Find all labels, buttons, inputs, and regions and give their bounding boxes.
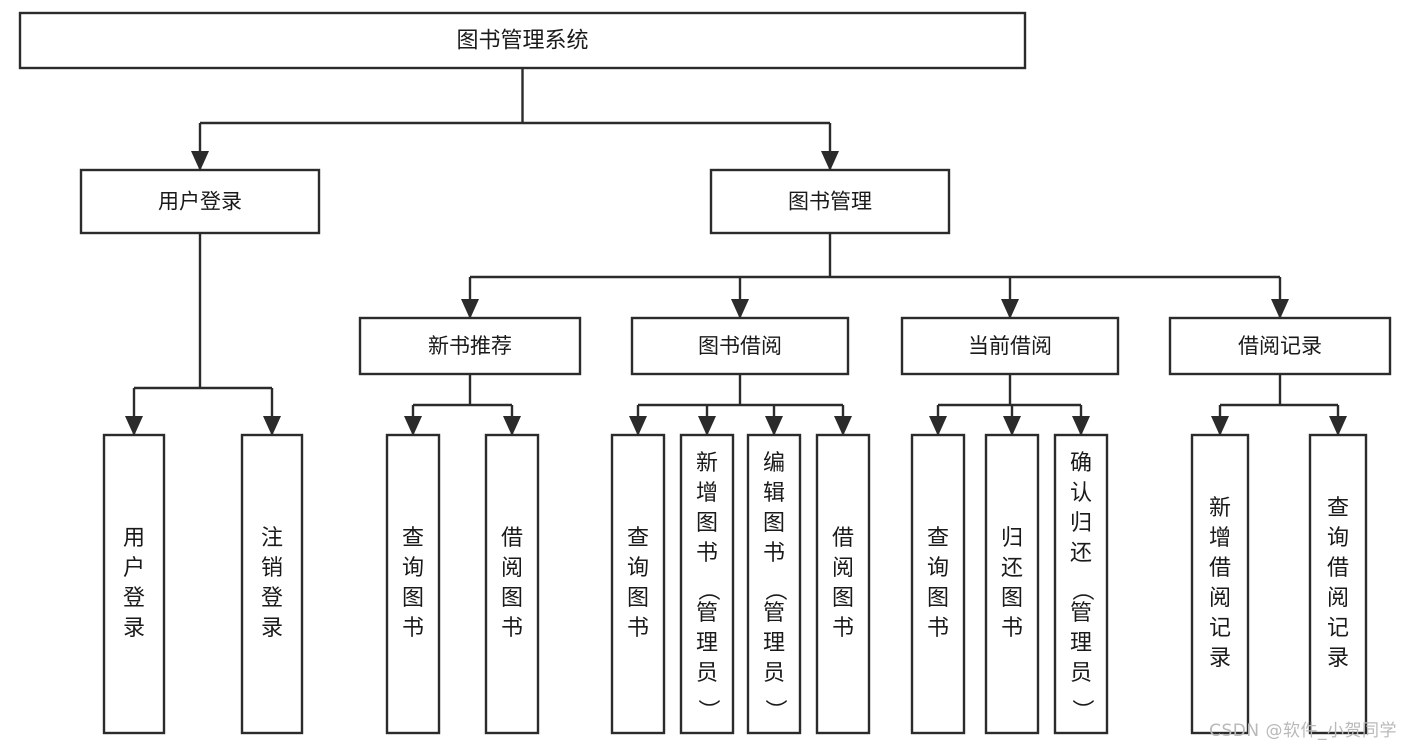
node-box-leaf-add-book-admin bbox=[679, 433, 735, 735]
node-box-leaf-query-book-recommend bbox=[385, 433, 441, 735]
node-label-user-login: 用户登录 bbox=[158, 190, 242, 214]
node-label-new-book-recommend: 新书推荐 bbox=[428, 334, 512, 358]
edge-arrowhead bbox=[461, 299, 479, 319]
node-label-paren-leaf-add-book-admin-8: ） bbox=[695, 699, 720, 721]
node-label-paren-leaf-edit-book-admin-4: （ bbox=[762, 579, 787, 601]
node-leaf-add-borrow-record[interactable]: 新增借阅记录 bbox=[1190, 433, 1250, 735]
node-label-leaf-borrow-book-recommend: 借阅图书 bbox=[501, 526, 523, 641]
node-book-borrow[interactable]: 图书借阅 bbox=[630, 316, 850, 376]
node-label-paren-leaf-confirm-return-admin-8: ） bbox=[1069, 699, 1094, 721]
node-label-book-manage: 图书管理 bbox=[788, 190, 872, 214]
node-label-paren-leaf-confirm-return-admin-4: （ bbox=[1069, 579, 1094, 601]
node-leaf-user-login[interactable]: 用户登录 bbox=[102, 433, 166, 735]
node-label-leaf-query-book: 查询图书 bbox=[627, 526, 649, 641]
node-leaf-query-book-current[interactable]: 查询图书 bbox=[910, 433, 966, 735]
node-box-leaf-add-borrow-record bbox=[1190, 433, 1250, 735]
node-box-leaf-borrow-book-recommend bbox=[484, 433, 540, 735]
node-label-leaf-query-borrow-record: 查询借阅记录 bbox=[1327, 496, 1349, 671]
nodes-layer: 图书管理系统用户登录图书管理新书推荐图书借阅当前借阅借阅记录用户登录注销登录查询… bbox=[18, 11, 1392, 735]
edge-arrowhead bbox=[1003, 416, 1021, 436]
node-box-current-borrow bbox=[900, 316, 1120, 376]
edge-arrowhead bbox=[1072, 416, 1090, 436]
edge-arrowhead bbox=[929, 416, 947, 436]
edge-arrowhead bbox=[1211, 416, 1229, 436]
edge-arrowhead bbox=[191, 151, 209, 171]
node-leaf-query-borrow-record[interactable]: 查询借阅记录 bbox=[1308, 433, 1368, 735]
node-leaf-add-book-admin[interactable]: （ ） 新增图书 管理员 bbox=[679, 433, 735, 735]
edge-arrowhead bbox=[1001, 299, 1019, 319]
edge-arrowhead bbox=[698, 416, 716, 436]
node-label-current-borrow: 当前借阅 bbox=[968, 334, 1052, 358]
node-leaf-edit-book-admin[interactable]: （ ） 编辑图书 管理员 bbox=[746, 433, 802, 735]
node-label-paren-leaf-edit-book-admin-8: ） bbox=[762, 699, 787, 721]
node-leaf-user-logout[interactable]: 注销登录 bbox=[240, 433, 304, 735]
node-box-leaf-borrow-book bbox=[815, 433, 871, 735]
node-user-login[interactable]: 用户登录 bbox=[79, 168, 321, 235]
node-leaf-query-book-recommend[interactable]: 查询图书 bbox=[385, 433, 441, 735]
node-box-leaf-edit-book-admin bbox=[746, 433, 802, 735]
node-borrow-record[interactable]: 借阅记录 bbox=[1168, 316, 1392, 376]
node-box-leaf-user-logout bbox=[240, 433, 304, 735]
edge-arrowhead bbox=[1271, 299, 1289, 319]
node-box-leaf-query-borrow-record bbox=[1308, 433, 1368, 735]
node-label-borrow-record: 借阅记录 bbox=[1238, 334, 1322, 358]
node-box-book-borrow bbox=[630, 316, 850, 376]
node-book-manage[interactable]: 图书管理 bbox=[709, 168, 951, 235]
node-label-leaf-borrow-book: 借阅图书 bbox=[832, 526, 854, 641]
edge-arrowhead bbox=[404, 416, 422, 436]
node-label-leaf-user-login: 用户登录 bbox=[123, 526, 145, 641]
node-label-leaf-edit-book-admin: 编辑图书 管理员 bbox=[763, 451, 785, 686]
node-label-leaf-user-logout: 注销登录 bbox=[261, 526, 283, 641]
node-leaf-borrow-book-recommend[interactable]: 借阅图书 bbox=[484, 433, 540, 735]
node-label-leaf-add-borrow-record: 新增借阅记录 bbox=[1209, 496, 1231, 671]
edge-arrowhead bbox=[263, 416, 281, 436]
node-box-leaf-user-login bbox=[102, 433, 166, 735]
edge-arrowhead bbox=[765, 416, 783, 436]
node-box-leaf-return-book bbox=[984, 433, 1040, 735]
node-label-paren-leaf-add-book-admin-4: （ bbox=[695, 579, 720, 601]
node-label-root: 图书管理系统 bbox=[456, 29, 588, 54]
node-box-leaf-confirm-return-admin bbox=[1053, 433, 1109, 735]
node-label-leaf-query-book-recommend: 查询图书 bbox=[402, 526, 424, 641]
edge-arrowhead bbox=[629, 416, 647, 436]
node-box-leaf-query-book-current bbox=[910, 433, 966, 735]
node-box-root bbox=[18, 11, 1027, 70]
node-leaf-borrow-book[interactable]: 借阅图书 bbox=[815, 433, 871, 735]
edge-arrowhead bbox=[834, 416, 852, 436]
edges-layer bbox=[125, 68, 1347, 436]
edge-arrowhead bbox=[731, 299, 749, 319]
node-leaf-query-book[interactable]: 查询图书 bbox=[610, 433, 666, 735]
node-label-leaf-add-book-admin: 新增图书 管理员 bbox=[696, 451, 718, 686]
node-label-book-borrow: 图书借阅 bbox=[698, 334, 782, 358]
edge-arrowhead bbox=[125, 416, 143, 436]
node-current-borrow[interactable]: 当前借阅 bbox=[900, 316, 1120, 376]
edge-arrowhead bbox=[1329, 416, 1347, 436]
node-box-book-manage bbox=[709, 168, 951, 235]
node-box-borrow-record bbox=[1168, 316, 1392, 376]
node-label-leaf-confirm-return-admin: 确认归还 管理员 bbox=[1070, 451, 1092, 686]
node-leaf-confirm-return-admin[interactable]: （ ） 确认归还 管理员 bbox=[1053, 433, 1109, 735]
node-new-book-recommend[interactable]: 新书推荐 bbox=[358, 316, 582, 376]
node-label-leaf-return-book: 归还图书 bbox=[1001, 526, 1023, 641]
node-root[interactable]: 图书管理系统 bbox=[18, 11, 1027, 70]
edge-arrowhead bbox=[503, 416, 521, 436]
node-box-user-login bbox=[79, 168, 321, 235]
node-box-new-book-recommend bbox=[358, 316, 582, 376]
node-label-leaf-query-book-current: 查询图书 bbox=[927, 526, 949, 641]
edge-arrowhead bbox=[821, 151, 839, 171]
node-leaf-return-book[interactable]: 归还图书 bbox=[984, 433, 1040, 735]
node-box-leaf-query-book bbox=[610, 433, 666, 735]
